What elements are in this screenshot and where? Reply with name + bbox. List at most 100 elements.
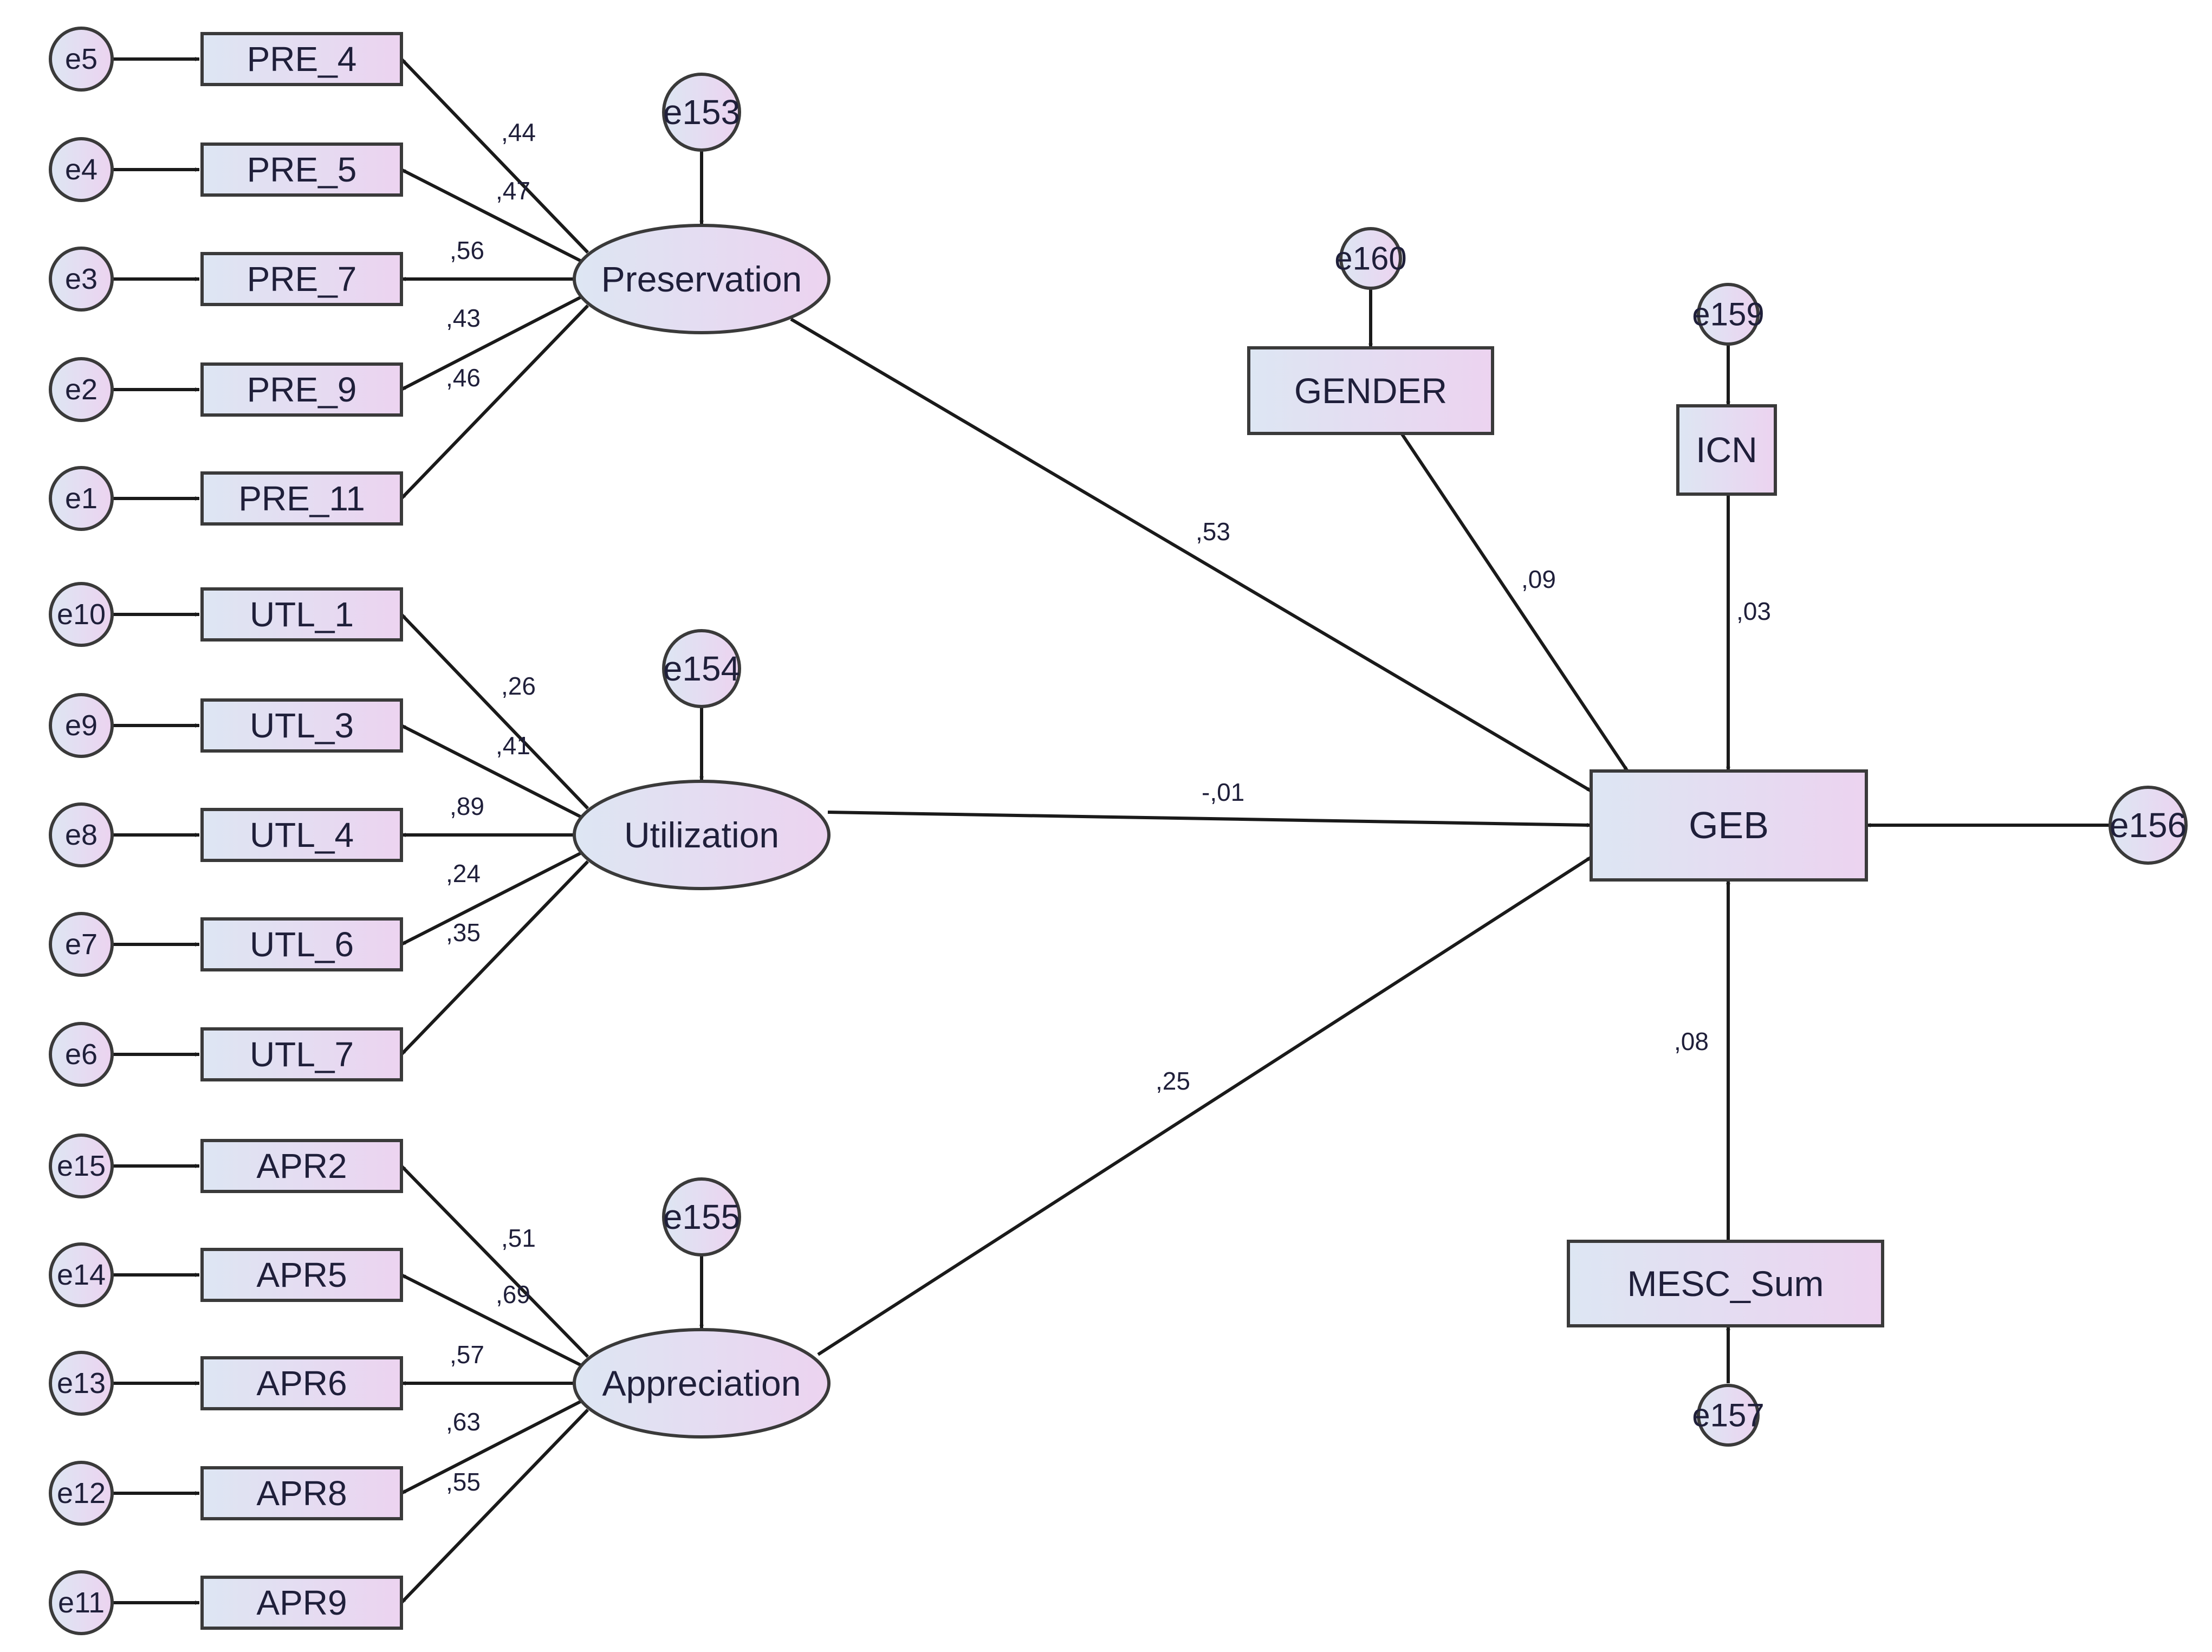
error-node-e7: e7 — [49, 912, 114, 977]
error-label-e9: e9 — [65, 709, 98, 742]
error-label-e1: e1 — [65, 482, 98, 515]
observed-node-apr8: APR8 — [200, 1466, 403, 1520]
observed-node-apr2: APR2 — [200, 1139, 403, 1193]
edge-preservation-pre11 — [400, 304, 589, 500]
error-node-e159: e159 — [1692, 283, 1765, 346]
error-node-e3: e3 — [49, 247, 114, 312]
error-node-e10: e10 — [49, 582, 114, 647]
edge-utilization-utl3 — [400, 724, 583, 819]
error-label-e15: e15 — [57, 1150, 106, 1182]
error-node-e15: e15 — [49, 1133, 114, 1198]
error-node-e6: e6 — [49, 1022, 114, 1087]
error-node-e12: e12 — [49, 1461, 114, 1526]
coef-appreciation-geb: ,25 — [1156, 1067, 1190, 1095]
error-label-e11: e11 — [58, 1586, 105, 1619]
edge-appreciation-geb — [817, 856, 1592, 1356]
observed-node-pre9: PRE_9 — [200, 362, 403, 417]
error-node-e8: e8 — [49, 802, 114, 867]
error-node-e4: e4 — [49, 137, 114, 202]
observed-node-apr5: APR5 — [200, 1248, 403, 1302]
observed-label-mesc-sum: MESC_Sum — [1627, 1264, 1824, 1304]
observed-node-utl7: UTL_7 — [200, 1027, 403, 1081]
observed-label-utl3: UTL_3 — [250, 706, 354, 745]
observed-label-apr6: APR6 — [256, 1364, 347, 1403]
observed-node-gender: GENDER — [1247, 346, 1494, 435]
observed-node-pre4: PRE_4 — [200, 32, 403, 86]
observed-label-apr9: APR9 — [256, 1583, 347, 1622]
latent-label-appreciation: Appreciation — [602, 1363, 801, 1403]
error-label-e3: e3 — [65, 263, 98, 295]
coef-pre11: ,46 — [446, 364, 481, 392]
coef-utl1: ,26 — [501, 672, 536, 700]
observed-node-pre11: PRE_11 — [200, 471, 403, 526]
error-node-e156: e156 — [2109, 786, 2188, 865]
error-label-e156: e156 — [2110, 806, 2187, 845]
error-node-e13: e13 — [49, 1351, 114, 1416]
edge-preservation-pre5 — [400, 168, 583, 263]
edge-preservation-geb — [790, 318, 1592, 793]
error-label-e2: e2 — [65, 373, 98, 406]
edge-appreciation-apr2 — [400, 1164, 589, 1358]
coef-pre7: ,56 — [450, 236, 484, 264]
coef-apr2: ,51 — [501, 1224, 536, 1252]
edge-utilization-utl6 — [400, 851, 583, 946]
error-node-e157: e157 — [1692, 1384, 1765, 1447]
observed-node-utl1: UTL_1 — [200, 587, 403, 642]
edge-preservation-pre4 — [400, 57, 589, 254]
coef-utilization-geb: -,01 — [1202, 778, 1244, 806]
coef-pre9: ,43 — [446, 304, 481, 332]
error-node-e154: e154 — [662, 629, 741, 708]
coef-apr9: ,55 — [446, 1468, 481, 1496]
latent-node-appreciation: Appreciation — [573, 1328, 831, 1439]
latent-label-preservation: Preservation — [601, 259, 802, 299]
error-node-e9: e9 — [49, 693, 114, 758]
error-label-e13: e13 — [57, 1367, 106, 1400]
error-label-e10: e10 — [57, 598, 106, 631]
observed-label-gender: GENDER — [1294, 371, 1447, 411]
error-label-e4: e4 — [65, 153, 98, 186]
observed-label-pre5: PRE_5 — [247, 150, 357, 189]
observed-label-utl7: UTL_7 — [250, 1035, 354, 1074]
observed-node-utl4: UTL_4 — [200, 808, 403, 862]
edge-utilization-geb — [827, 811, 1592, 827]
edge-appreciation-apr9 — [400, 1408, 589, 1604]
coef-utl4: ,89 — [450, 792, 484, 820]
observed-label-utl6: UTL_6 — [250, 925, 354, 964]
edge-utilization-utl1 — [400, 613, 589, 810]
error-label-e6: e6 — [65, 1038, 98, 1071]
coef-pre4: ,44 — [501, 118, 536, 146]
coef-utl3: ,41 — [496, 731, 530, 760]
observed-label-utl1: UTL_1 — [250, 595, 354, 634]
observed-node-pre7: PRE_7 — [200, 252, 403, 306]
coef-apr5: ,69 — [496, 1280, 530, 1308]
observed-node-utl3: UTL_3 — [200, 698, 403, 753]
latent-node-preservation: Preservation — [573, 224, 831, 334]
observed-label-geb: GEB — [1689, 804, 1769, 846]
observed-label-pre7: PRE_7 — [247, 260, 357, 299]
coef-apr8: ,63 — [446, 1408, 481, 1436]
error-label-e155: e155 — [663, 1197, 740, 1236]
edge-utilization-utl7 — [400, 860, 589, 1056]
coef-mesc-geb: ,08 — [1674, 1027, 1709, 1055]
observed-label-pre4: PRE_4 — [247, 40, 357, 79]
edge-appreciation-apr8 — [400, 1399, 583, 1495]
error-node-e155: e155 — [662, 1177, 741, 1256]
coef-icn-geb: ,03 — [1736, 597, 1771, 625]
error-label-e5: e5 — [65, 43, 98, 75]
observed-label-icn: ICN — [1696, 430, 1757, 470]
error-label-e157: e157 — [1692, 1397, 1764, 1434]
error-node-e14: e14 — [49, 1242, 114, 1307]
error-node-e5: e5 — [49, 27, 114, 92]
observed-label-apr2: APR2 — [256, 1146, 347, 1185]
error-label-e8: e8 — [65, 819, 98, 851]
observed-node-geb: GEB — [1590, 769, 1868, 882]
observed-label-apr8: APR8 — [256, 1474, 347, 1513]
error-label-e160: e160 — [1334, 241, 1406, 277]
error-node-e11: e11 — [49, 1570, 114, 1635]
error-label-e12: e12 — [57, 1477, 106, 1510]
observed-label-utl4: UTL_4 — [250, 815, 354, 854]
edge-preservation-pre9 — [400, 295, 583, 391]
coef-utl7: ,35 — [446, 918, 481, 947]
coef-apr6: ,57 — [450, 1340, 484, 1369]
